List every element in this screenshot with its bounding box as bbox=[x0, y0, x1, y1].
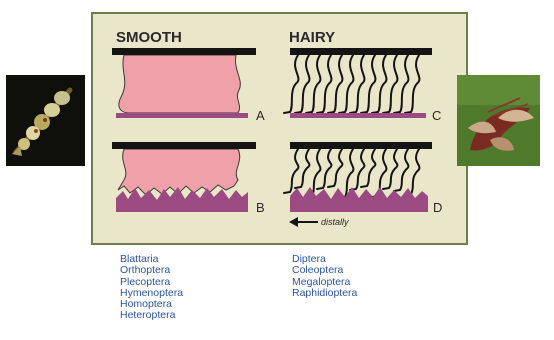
order-name: Coleoptera bbox=[292, 265, 357, 276]
smooth-pad-a bbox=[119, 55, 240, 113]
flat-substrate-c bbox=[290, 113, 426, 118]
order-name: Raphidioptera bbox=[292, 288, 357, 299]
hairy-pad-foot-photo bbox=[457, 75, 540, 166]
smooth-pad-leg-photo bbox=[6, 75, 85, 166]
label-a: A bbox=[256, 108, 265, 123]
smooth-pad-orders-list: Blattaria Orthoptera Plecoptera Hymenopt… bbox=[120, 254, 183, 322]
attachment-bar-d bbox=[290, 142, 432, 149]
smooth-heading: SMOOTH bbox=[116, 29, 182, 46]
hairy-pad-orders-list: Diptera Coleoptera Megaloptera Raphidiop… bbox=[292, 254, 357, 299]
attachment-bar-c bbox=[290, 48, 432, 55]
order-name: Orthoptera bbox=[120, 265, 183, 276]
label-d: D bbox=[433, 200, 442, 215]
flat-substrate-a bbox=[116, 113, 248, 118]
distally-label: distally bbox=[321, 217, 349, 227]
attachment-bar-b bbox=[112, 142, 256, 149]
label-c: C bbox=[432, 108, 441, 123]
order-name: Heteroptera bbox=[120, 310, 183, 321]
label-b: B bbox=[256, 200, 265, 215]
hairy-heading: HAIRY bbox=[289, 29, 335, 46]
attachment-bar-a bbox=[112, 48, 256, 55]
